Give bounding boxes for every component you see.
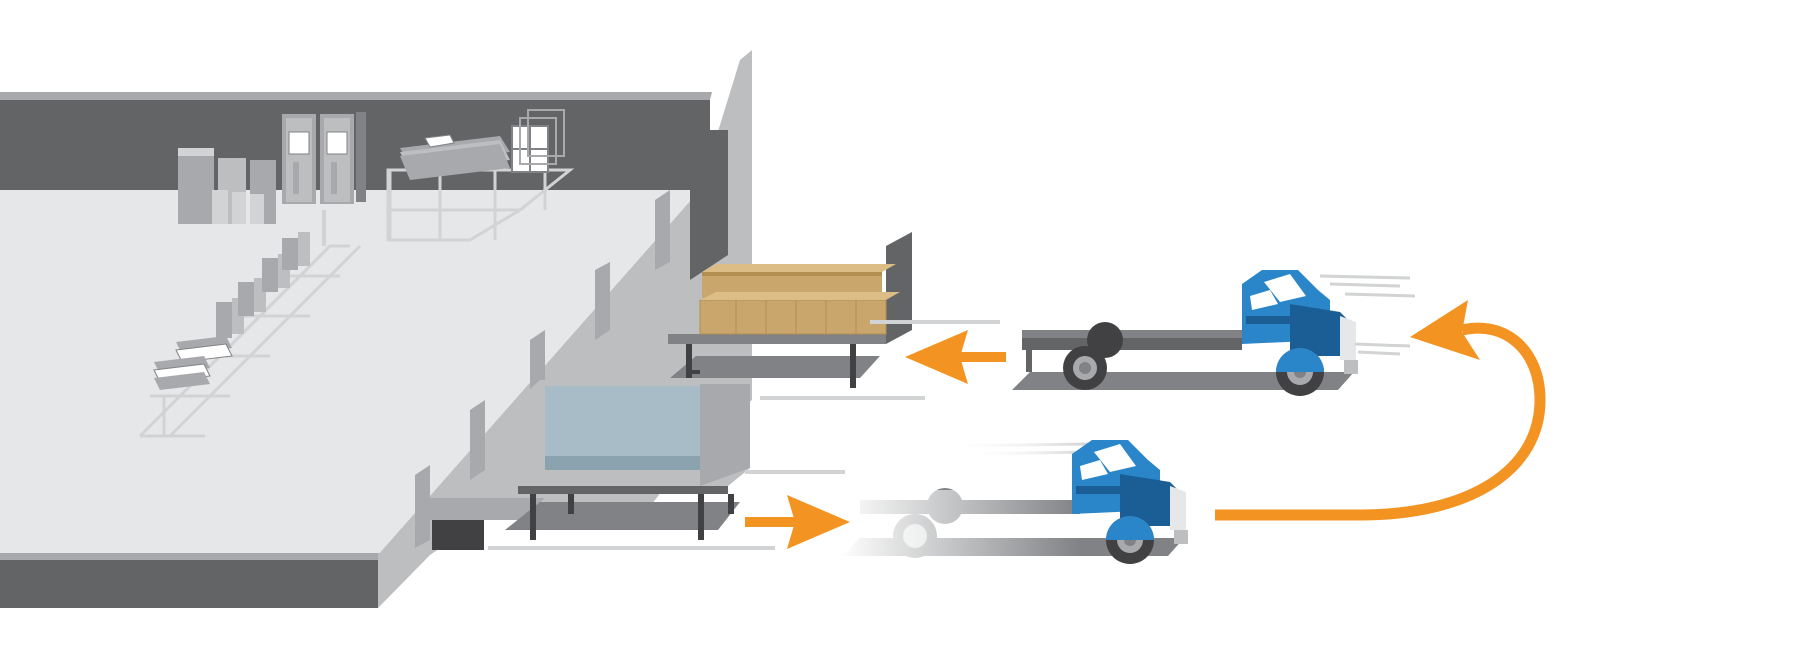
dock-pillar-2 — [595, 262, 610, 340]
ghost-fade — [840, 490, 1080, 562]
warehouse-back-wall — [0, 96, 710, 190]
warehouse-back-wall-top — [0, 92, 712, 100]
warehouse-front-wall — [0, 555, 378, 608]
loading-platform-base — [432, 520, 484, 550]
flatbed-headboard — [886, 232, 912, 344]
dock-pillar-1 — [655, 190, 670, 270]
arrow-to-flatbed-trailer — [905, 330, 1006, 384]
flatbed-deck — [668, 334, 886, 344]
motion-lines — [900, 444, 1090, 486]
truck-chassis — [1022, 336, 1242, 350]
departing-truck — [840, 440, 1188, 564]
dock-pillar-4 — [470, 400, 485, 480]
warehouse-front-wall-top — [0, 553, 380, 560]
arrow-from-box-trailer — [745, 495, 850, 549]
dock-pillar-5 — [415, 465, 430, 548]
arriving-truck — [1012, 270, 1415, 396]
dock-door-1 — [690, 130, 728, 280]
box-trailer-shadow — [505, 502, 740, 530]
doors — [282, 112, 366, 204]
rack-post — [322, 210, 326, 246]
flatbed-shadow — [670, 356, 880, 378]
